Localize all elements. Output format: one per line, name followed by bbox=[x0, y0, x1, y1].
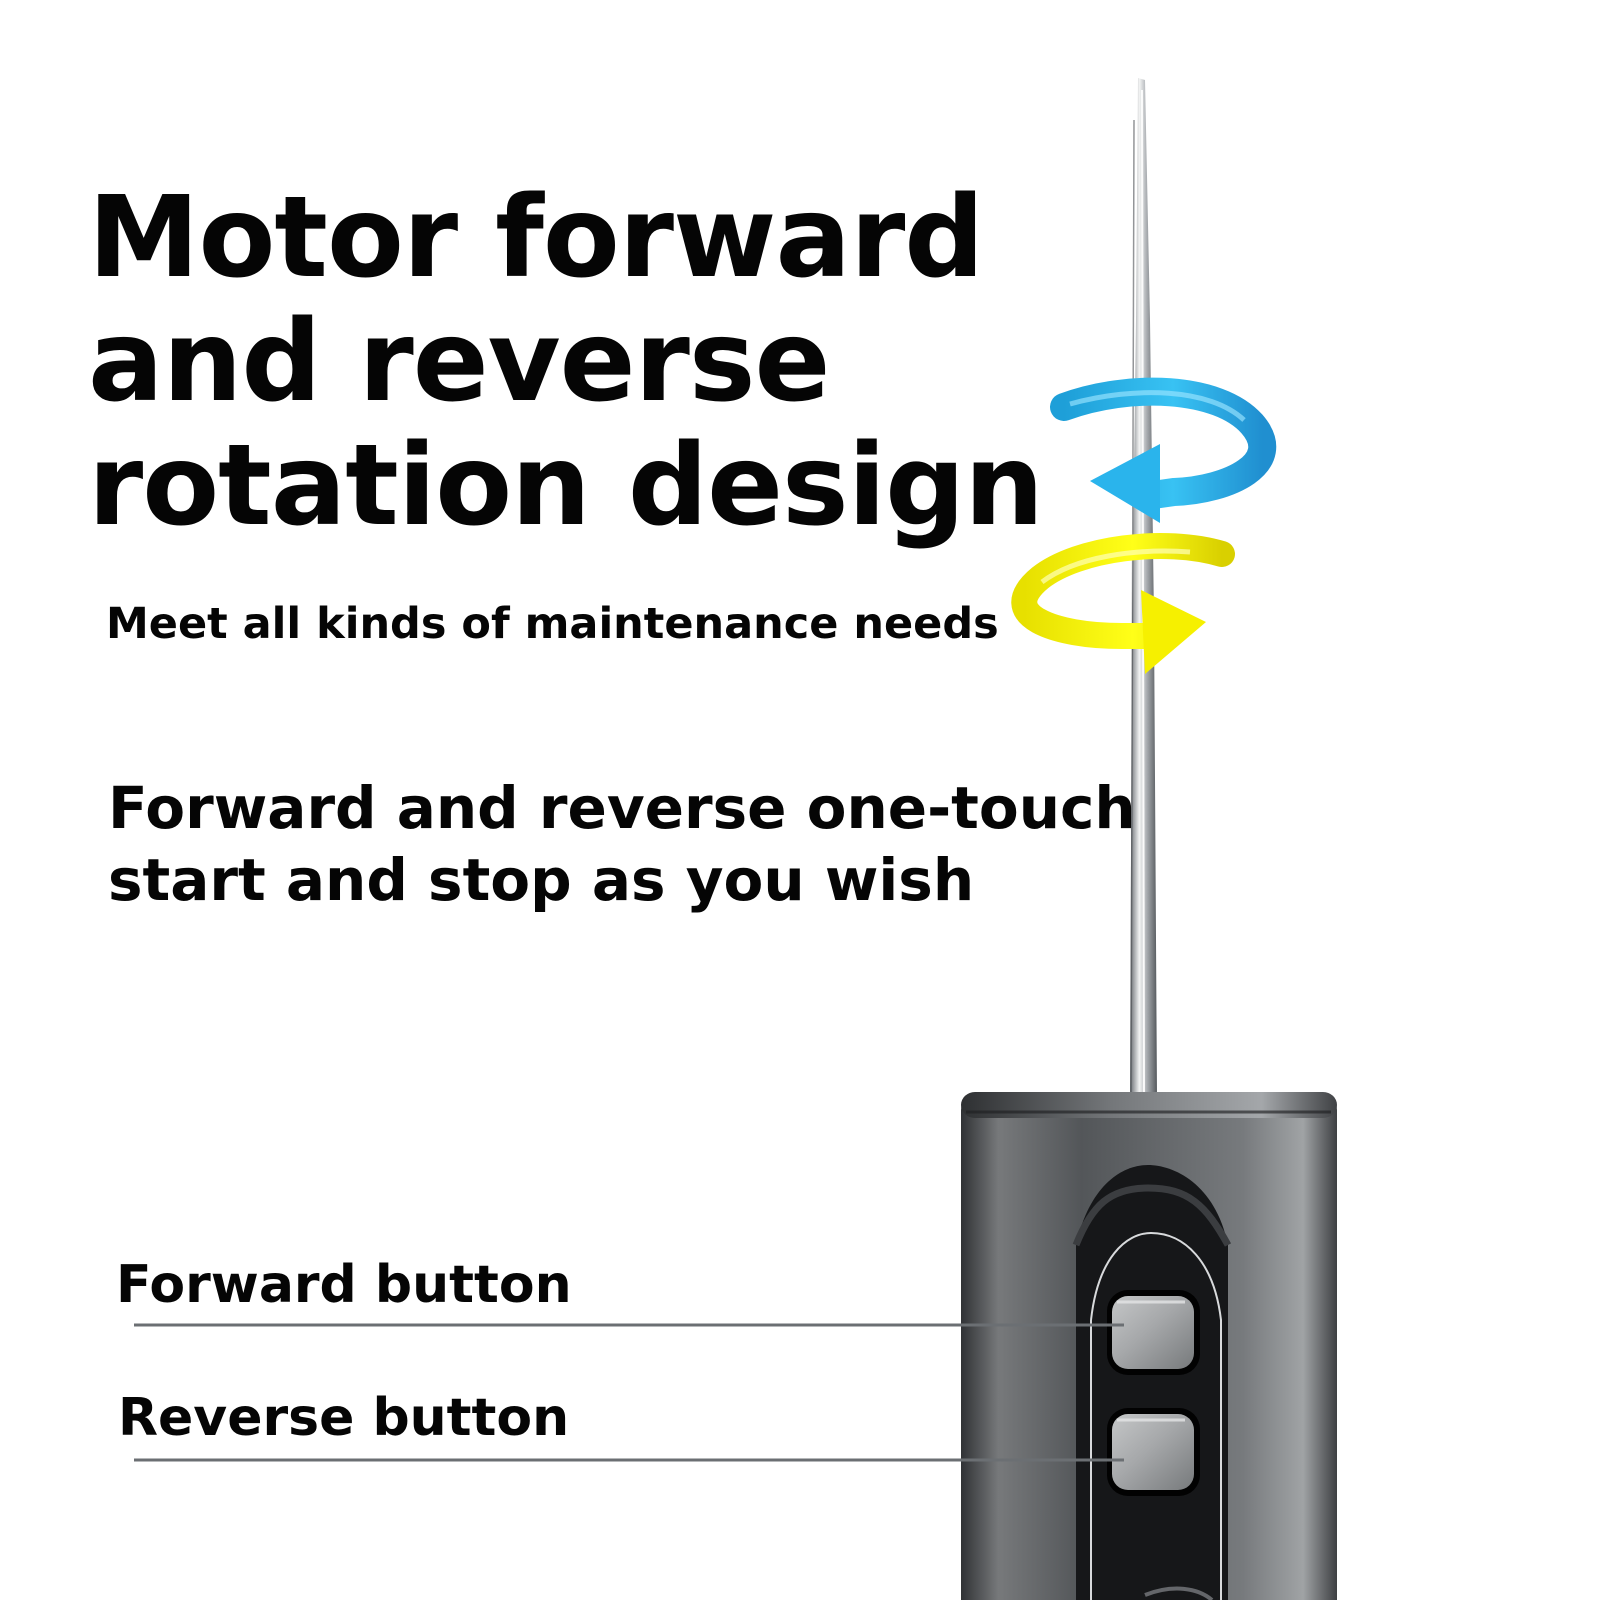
screwdriver-bit bbox=[1130, 78, 1157, 1099]
feature-line-one-touch: Forward and reverse one-touch bbox=[108, 774, 1136, 842]
reverse-button-graphic bbox=[1107, 1408, 1200, 1496]
forward-button-label: Forward button bbox=[116, 1255, 572, 1315]
one-touch-feature-text: Forward and reverse one-touch start and … bbox=[108, 772, 1136, 916]
headline-line-rotation-design: rotation design bbox=[88, 421, 1044, 551]
feature-line-start-stop: start and stop as you wish bbox=[108, 846, 975, 914]
blue-counterclockwise-rotation-arrow-icon bbox=[1050, 377, 1277, 523]
headline-line-and-reverse: and reverse bbox=[88, 297, 831, 427]
control-panel bbox=[1076, 1165, 1228, 1600]
headline-line-motor-forward: Motor forward bbox=[88, 173, 984, 303]
maintenance-subtitle: Meet all kinds of maintenance needs bbox=[106, 599, 999, 649]
forward-button-graphic bbox=[1107, 1290, 1200, 1375]
headline: Motor forward and reverse rotation desig… bbox=[88, 176, 1048, 548]
reverse-button-label: Reverse button bbox=[118, 1388, 570, 1448]
callout-lines bbox=[134, 1323, 1124, 1462]
yellow-clockwise-rotation-arrow-icon bbox=[1011, 533, 1235, 674]
